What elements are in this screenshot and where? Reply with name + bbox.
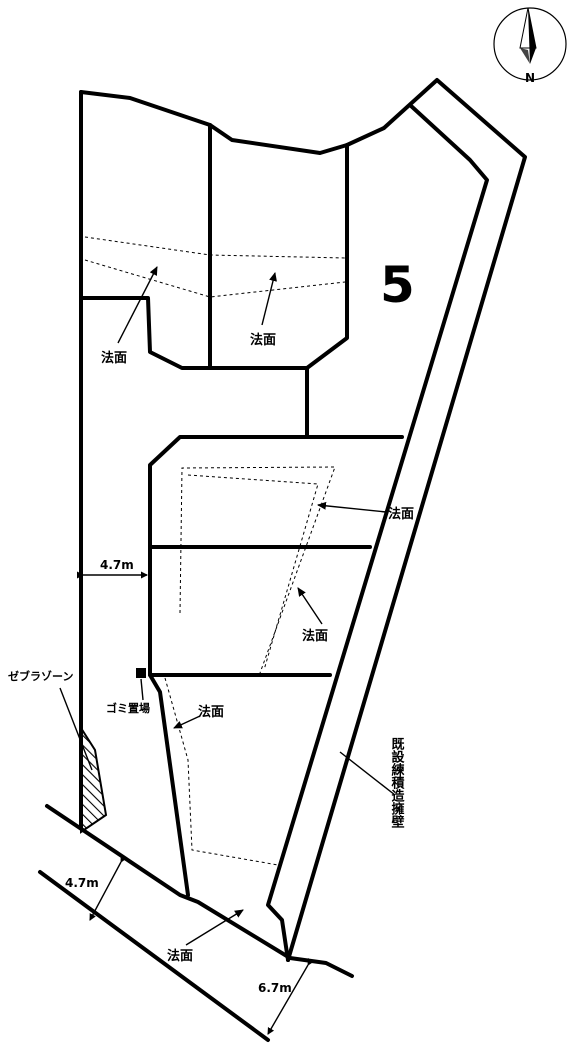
arrow-slope-5 bbox=[173, 715, 201, 729]
retaining-wall-label: 既設練積造擁壁 bbox=[389, 737, 406, 829]
slope-dash-mid-inner bbox=[187, 474, 319, 671]
dim-arrow-bottom-right-road bbox=[267, 958, 315, 1035]
arrow-slope-4 bbox=[297, 587, 323, 625]
slope-label-2: 法面 bbox=[250, 332, 276, 348]
arrow-slope-1 bbox=[117, 266, 158, 344]
lot-3-top-line bbox=[148, 435, 404, 897]
arrow-slope-road bbox=[185, 909, 244, 946]
lot-2-right-line bbox=[305, 143, 349, 370]
arrow-slope-2 bbox=[261, 272, 277, 326]
garbage-area-marker bbox=[136, 668, 146, 678]
lot-1-bottom-line bbox=[79, 296, 309, 370]
slope-dashed-lines bbox=[84, 236, 347, 866]
dim-arrow-bottom-road bbox=[89, 855, 127, 921]
north-compass: N bbox=[493, 7, 567, 85]
lot-number-label: 5 bbox=[380, 256, 415, 314]
dimension-left-road: 4.7m bbox=[100, 558, 134, 572]
zebra-zone-hatch bbox=[80, 724, 108, 834]
garbage-area-label: ゴミ置場 bbox=[106, 701, 150, 715]
slope-dash-bottom bbox=[164, 677, 279, 866]
arrow-retaining-wall bbox=[339, 751, 396, 796]
wall-edge-thin bbox=[409, 79, 438, 106]
compass-needle-dark-icon bbox=[528, 8, 536, 64]
arrow-zebra-zone bbox=[59, 687, 93, 771]
arrow-slope-3 bbox=[317, 501, 387, 513]
slope-dash-top-1 bbox=[84, 236, 347, 259]
dimension-bottom-right-road: 6.7m bbox=[258, 981, 292, 995]
slope-label-road: 法面 bbox=[167, 948, 193, 964]
road-lower-edge bbox=[38, 870, 270, 1042]
slope-label-1: 法面 bbox=[101, 350, 127, 366]
slope-dash-top-2 bbox=[84, 259, 346, 298]
slope-label-3: 法面 bbox=[388, 506, 414, 522]
lot-boundaries bbox=[38, 78, 527, 1042]
slope-label-5: 法面 bbox=[198, 704, 224, 720]
road-upper-edge bbox=[45, 804, 354, 978]
slope-label-4: 法面 bbox=[302, 628, 328, 644]
map-labels: 5 法面 法面 法面 法面 法面 法面 ゼブラゾーン ゴミ置場 4.7m 4.7… bbox=[8, 256, 415, 995]
dimension-bottom-road: 4.7m bbox=[65, 876, 99, 890]
compass-needle-tail-icon bbox=[520, 48, 530, 64]
compass-north-label: N bbox=[525, 71, 535, 85]
slope-dash-mid-outer bbox=[179, 466, 336, 674]
top-boundary-line bbox=[79, 78, 527, 962]
arrow-garbage-area bbox=[140, 678, 144, 701]
annotation-arrows bbox=[59, 266, 396, 1035]
retaining-wall-inner-line bbox=[266, 103, 489, 962]
zebra-zone-label: ゼブラゾーン bbox=[8, 669, 73, 683]
